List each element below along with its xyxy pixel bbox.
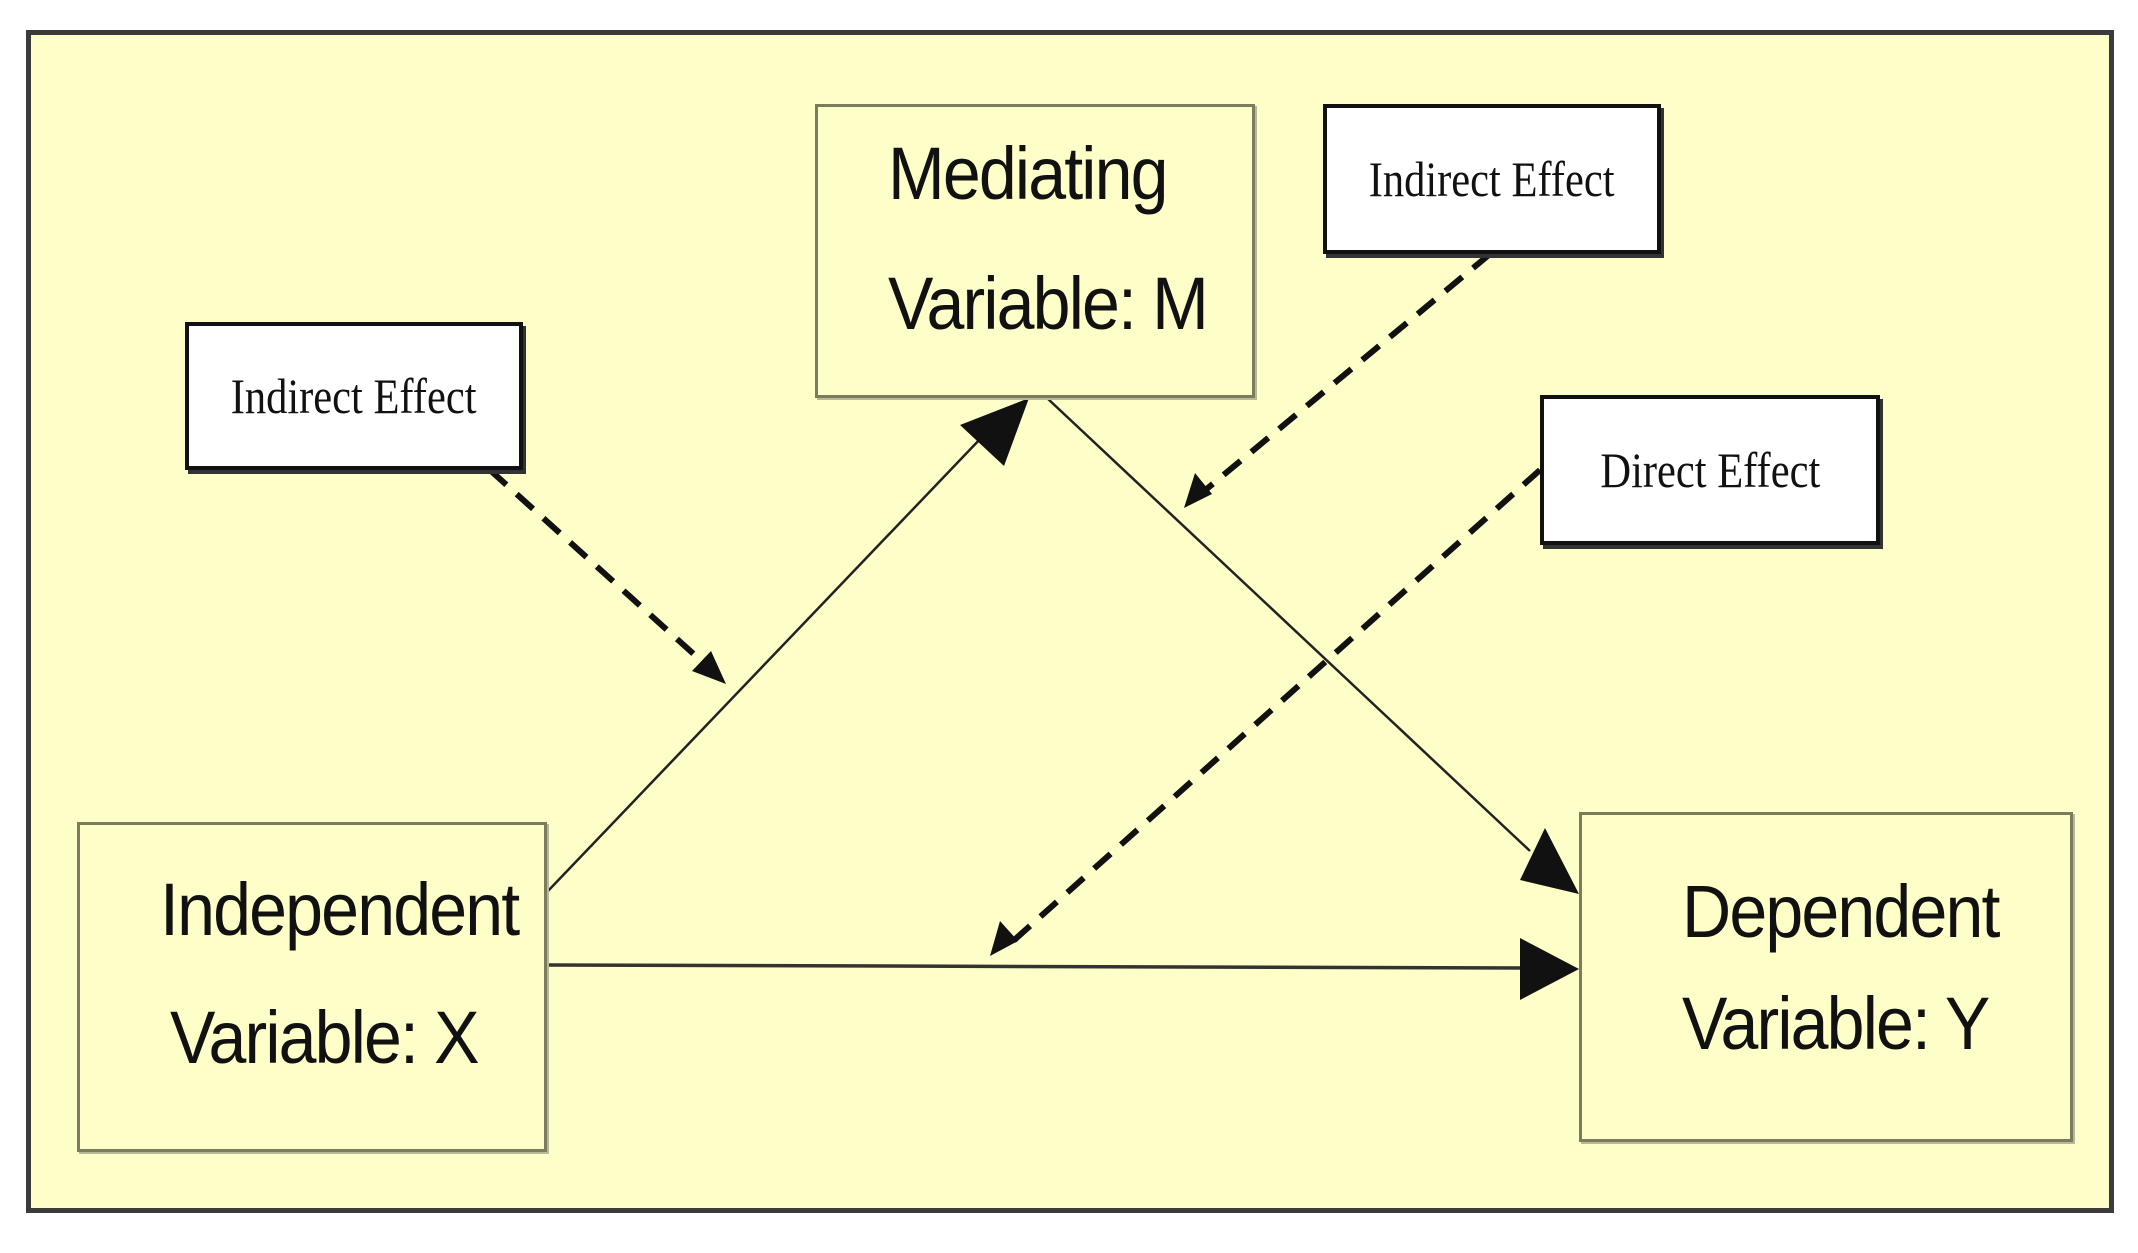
dashed-arrowhead-direct xyxy=(990,921,1018,956)
independent-variable-box: Independent Variable: X xyxy=(77,822,547,1152)
dependent-label-line2: Variable: Y xyxy=(1682,982,1990,1065)
direct-effect-text: Direct Effect xyxy=(1600,442,1820,498)
indirect-effect-label-right: Indirect Effect xyxy=(1323,104,1661,254)
mediating-variable-box: Mediating Variable: M xyxy=(815,104,1255,398)
dashed-direct xyxy=(1010,467,1542,945)
indirect-effect-left-text: Indirect Effect xyxy=(231,368,477,424)
independent-label-line2: Variable: X xyxy=(170,996,480,1079)
arrowhead-y-direct xyxy=(1520,938,1579,1000)
mediating-label-line2: Variable: M xyxy=(888,262,1209,345)
dashed-arrowhead-right xyxy=(1184,473,1212,508)
independent-label-line1: Independent xyxy=(160,868,520,951)
dependent-variable-box: Dependent Variable: Y xyxy=(1579,812,2073,1142)
dashed-indirect-right xyxy=(1201,251,1492,495)
arrowhead-y-top xyxy=(1520,828,1579,894)
indirect-effect-label-left: Indirect Effect xyxy=(185,322,523,470)
direct-effect-label: Direct Effect xyxy=(1540,395,1880,545)
indirect-effect-right-text: Indirect Effect xyxy=(1369,151,1615,207)
arrowhead-m xyxy=(960,398,1029,466)
path-x-to-y xyxy=(546,963,1526,970)
path-x-to-m xyxy=(546,413,1005,893)
mediating-label-line1: Mediating xyxy=(888,132,1168,215)
dashed-indirect-left xyxy=(487,467,711,670)
path-m-to-y xyxy=(1046,397,1531,852)
dashed-arrowhead-left xyxy=(692,651,726,684)
dependent-label-line1: Dependent xyxy=(1682,870,2000,953)
